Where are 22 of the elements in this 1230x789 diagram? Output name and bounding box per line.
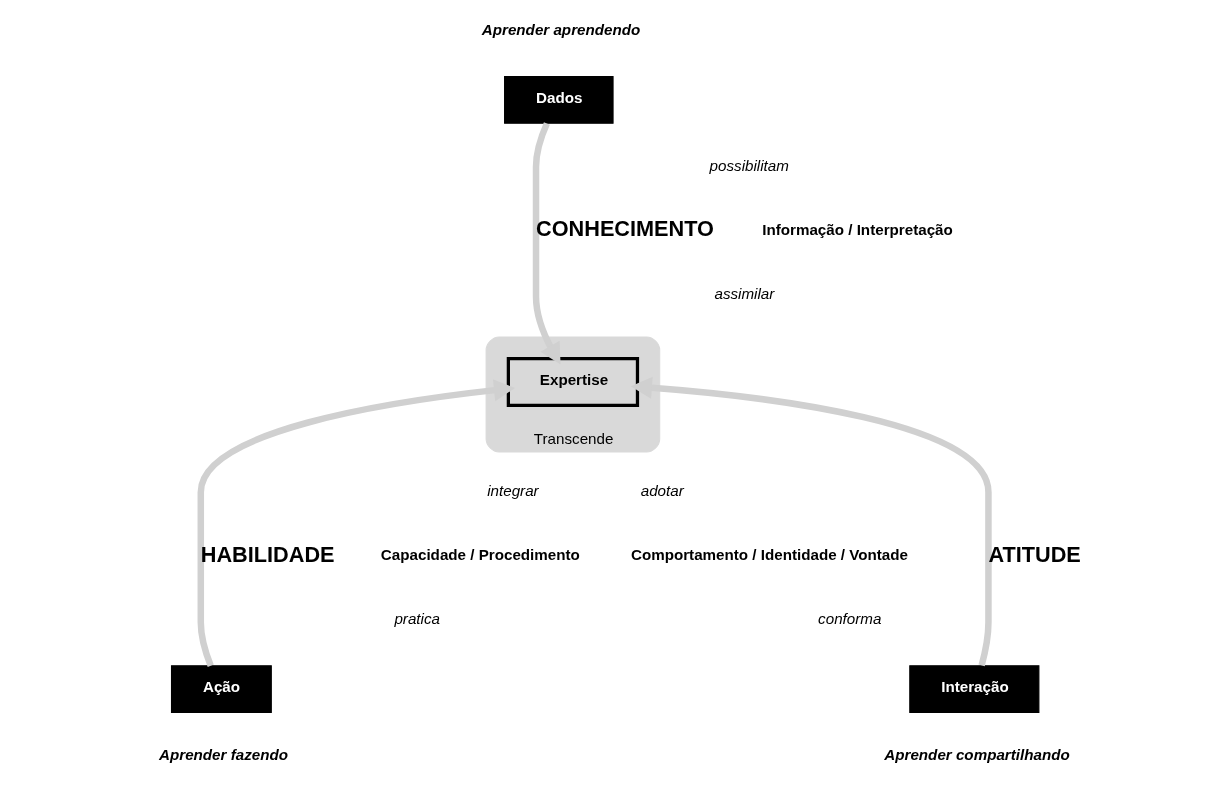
edge-label: ATITUDE [987, 541, 1081, 567]
label: Informação / Interpretação [761, 220, 953, 238]
label: pratica [393, 610, 440, 628]
node-box: Expertise [506, 357, 639, 407]
arrow [532, 122, 561, 365]
node-label: Aprender aprendendo [481, 21, 640, 39]
label: Capacidade / Procedimento [380, 546, 580, 564]
label: possibilitam [709, 156, 789, 174]
edge-label: HABILIDADE [200, 541, 335, 567]
arrow [630, 376, 992, 667]
node-label: Aprender compartilhando [883, 745, 1070, 763]
node-box: Dados [503, 76, 614, 124]
edge-label: CONHECIMENTO [535, 216, 714, 242]
label: conforma [817, 610, 881, 628]
label: adotar [640, 482, 684, 500]
node-box: Interação [908, 665, 1039, 713]
label: integrar [486, 482, 539, 500]
node-box: Ação [170, 665, 272, 713]
label: assimilar [714, 284, 774, 302]
node-label: Aprender fazendo [158, 745, 288, 763]
arrow [197, 379, 515, 667]
label: Comportamento / Identidade / Vontade [630, 546, 908, 564]
